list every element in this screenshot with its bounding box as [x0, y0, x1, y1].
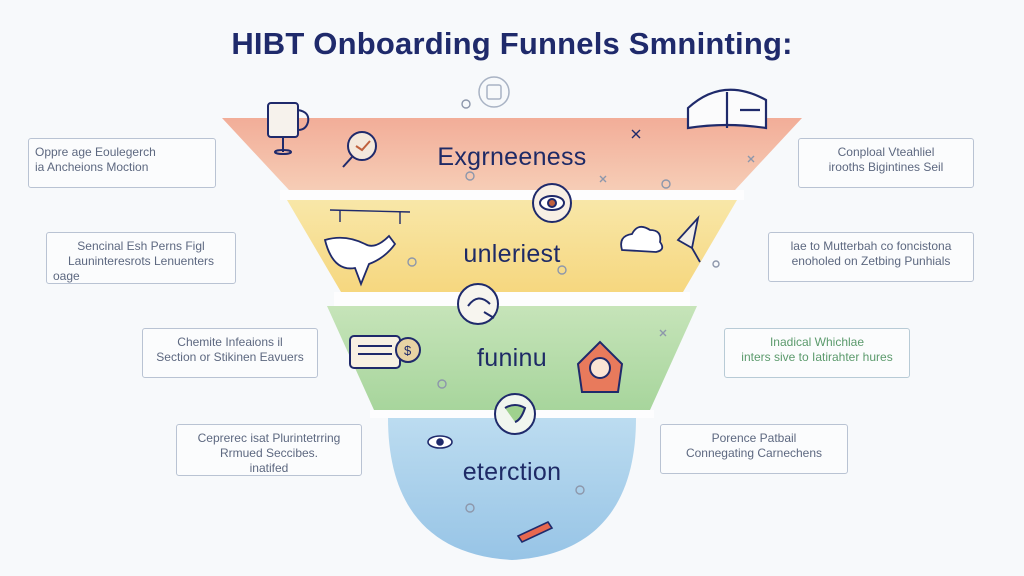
note-text: oage	[53, 269, 80, 283]
note-text: inatifed	[249, 461, 289, 475]
note-text: enoholed on Zetbing Punhials	[791, 254, 951, 268]
note-text: Chemite Infeaions il	[177, 335, 283, 349]
scroll-coin-icon: $	[349, 335, 421, 369]
note-text: Inadical Whichlae	[769, 335, 865, 349]
cloud-icon	[620, 225, 664, 253]
pencil-icon	[516, 520, 554, 544]
note-text: Launinteresrots Lenuenters	[67, 254, 215, 268]
note-text: Porence Patbail	[711, 431, 797, 445]
chart-badge-icon	[478, 76, 510, 108]
note-text: Section or Stikinen Eavuers	[156, 350, 304, 364]
stage-label-funnel: funinu	[477, 344, 547, 372]
svg-text:$: $	[404, 343, 412, 358]
note-right-3: Inadical Whichlae inters sive to Iatirah…	[724, 328, 910, 378]
note-text: Oppre age Eoulegerch	[35, 145, 156, 159]
note-text: irooths Bigintines Seil	[828, 160, 944, 174]
person-illustration-icon	[576, 340, 624, 393]
coffee-cup-icon	[267, 102, 310, 155]
note-text: Sencinal Esh Perns Figl	[77, 239, 205, 253]
eye-small-icon	[427, 435, 453, 449]
note-text: Rrmued Seccibes.	[219, 446, 319, 460]
note-text: inters sive to Iatirahter hures	[741, 350, 893, 364]
stage-label-retention: eterction	[462, 458, 562, 486]
note-text: Conploal Vteahliel	[837, 145, 935, 159]
note-text: Connegating Carnechens	[685, 446, 823, 460]
stage-label-awareness: Exgrneeness	[437, 143, 587, 171]
note-text: Ceprerec isat Plurintetrring	[197, 431, 341, 445]
note-left-1: Oppre age Eoulegerch ia Ancheions Moctio…	[28, 138, 216, 188]
page-title: HIBT Onboarding Funnels Smninting:	[231, 26, 793, 61]
note-text: ia Ancheions Moction	[35, 160, 149, 174]
magnifier-icon	[342, 131, 377, 168]
book-icon	[686, 88, 768, 130]
note-text: lae to Mutterbah co foncistona	[790, 239, 952, 253]
note-left-3: Chemite Infeaions il Section or Stikinen…	[142, 328, 318, 378]
note-left-4: Ceprerec isat Plurintetrring Rrmued Secc…	[176, 424, 362, 476]
kite-icon	[676, 214, 701, 263]
bird-illustration-icon	[323, 209, 411, 287]
stage-retention-band	[388, 418, 636, 560]
stage-label-interest: unleriest	[463, 240, 561, 268]
note-left-2: Sencinal Esh Perns Figl Launinteresrots …	[46, 232, 236, 284]
globe-badge-icon	[494, 393, 536, 435]
sparkle-decorations	[407, 99, 755, 513]
note-right-1: Conploal Vteahliel irooths Bigintines Se…	[798, 138, 974, 188]
note-right-4: Porence Patbail Connegating Carnechens	[660, 424, 848, 474]
eye-badge-icon	[532, 183, 572, 223]
note-right-2: lae to Mutterbah co foncistona enoholed …	[768, 232, 974, 282]
magnifier-badge-icon	[457, 283, 499, 325]
